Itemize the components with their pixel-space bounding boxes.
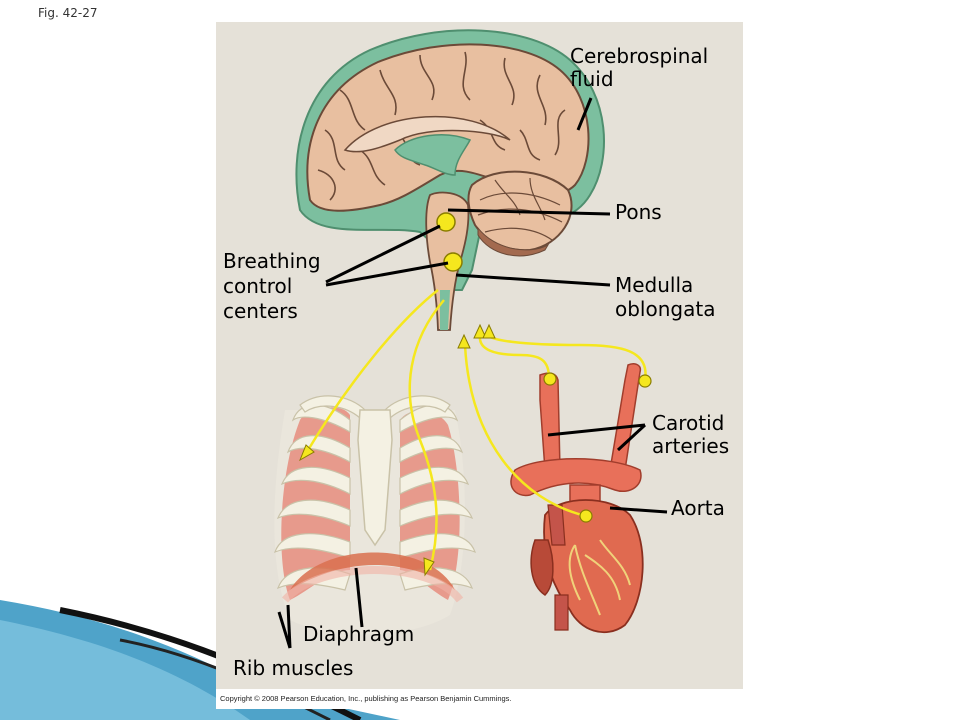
label-carotid-line1: Carotid bbox=[652, 411, 724, 435]
leader-breathing-1 bbox=[325, 224, 441, 284]
arrow-to-diaphragm bbox=[423, 557, 435, 577]
label-medulla-line1: Medulla bbox=[615, 273, 693, 297]
aortic-body bbox=[579, 509, 593, 523]
leader-pons bbox=[447, 208, 611, 216]
leader-diaphragm bbox=[354, 567, 364, 628]
carotid-body-left bbox=[543, 372, 557, 386]
label-diaphragm: Diaphragm bbox=[303, 622, 414, 646]
label-breathing-line3: centers bbox=[223, 299, 298, 323]
arrow-to-medulla-1 bbox=[457, 333, 471, 349]
label-pons: Pons bbox=[615, 200, 662, 224]
label-cerebrospinal-fluid-line2: fluid bbox=[570, 67, 614, 91]
label-breathing-line1: Breathing bbox=[223, 249, 321, 273]
corpus-callosum bbox=[343, 115, 511, 153]
heart bbox=[543, 499, 644, 634]
copyright-strip bbox=[216, 689, 743, 709]
leader-csf bbox=[576, 97, 593, 131]
pons-control-center bbox=[436, 212, 456, 232]
brain bbox=[295, 29, 605, 331]
nerve-pathways bbox=[303, 289, 647, 571]
diaphragm bbox=[290, 552, 455, 590]
rib-cage bbox=[273, 395, 477, 635]
leader-medulla bbox=[455, 273, 611, 287]
figure-number: Fig. 42-27 bbox=[38, 6, 98, 20]
leader-lines bbox=[277, 97, 668, 649]
arrow-to-rib-muscles bbox=[299, 444, 315, 462]
arrow-to-medulla-2 bbox=[473, 323, 487, 339]
heart-and-arteries bbox=[510, 363, 644, 634]
label-breathing-line2: control bbox=[223, 274, 292, 298]
sternum bbox=[357, 409, 393, 547]
arrow-to-medulla-3 bbox=[482, 323, 496, 339]
label-cerebrospinal-fluid-line1: Cerebrospinal bbox=[570, 44, 708, 68]
leader-carotid-2 bbox=[616, 423, 647, 452]
leader-carotid-1 bbox=[547, 423, 646, 437]
leader-breathing-2 bbox=[325, 261, 449, 287]
copyright-text: Copyright © 2008 Pearson Education, Inc.… bbox=[220, 694, 512, 703]
leader-rib-muscles-2 bbox=[286, 604, 292, 649]
carotid-body-right bbox=[638, 374, 652, 388]
label-medulla-line2: oblongata bbox=[615, 297, 715, 321]
medulla-control-center bbox=[443, 252, 463, 272]
leader-rib-muscles-1 bbox=[277, 611, 292, 649]
ventricle bbox=[394, 134, 472, 176]
leader-aorta bbox=[609, 506, 668, 514]
label-rib-muscles: Rib muscles bbox=[233, 656, 353, 680]
aortic-arch bbox=[510, 458, 642, 497]
label-carotid-line2: arteries bbox=[652, 434, 729, 458]
nerve-arrowheads bbox=[299, 323, 496, 577]
label-aorta: Aorta bbox=[671, 496, 725, 520]
